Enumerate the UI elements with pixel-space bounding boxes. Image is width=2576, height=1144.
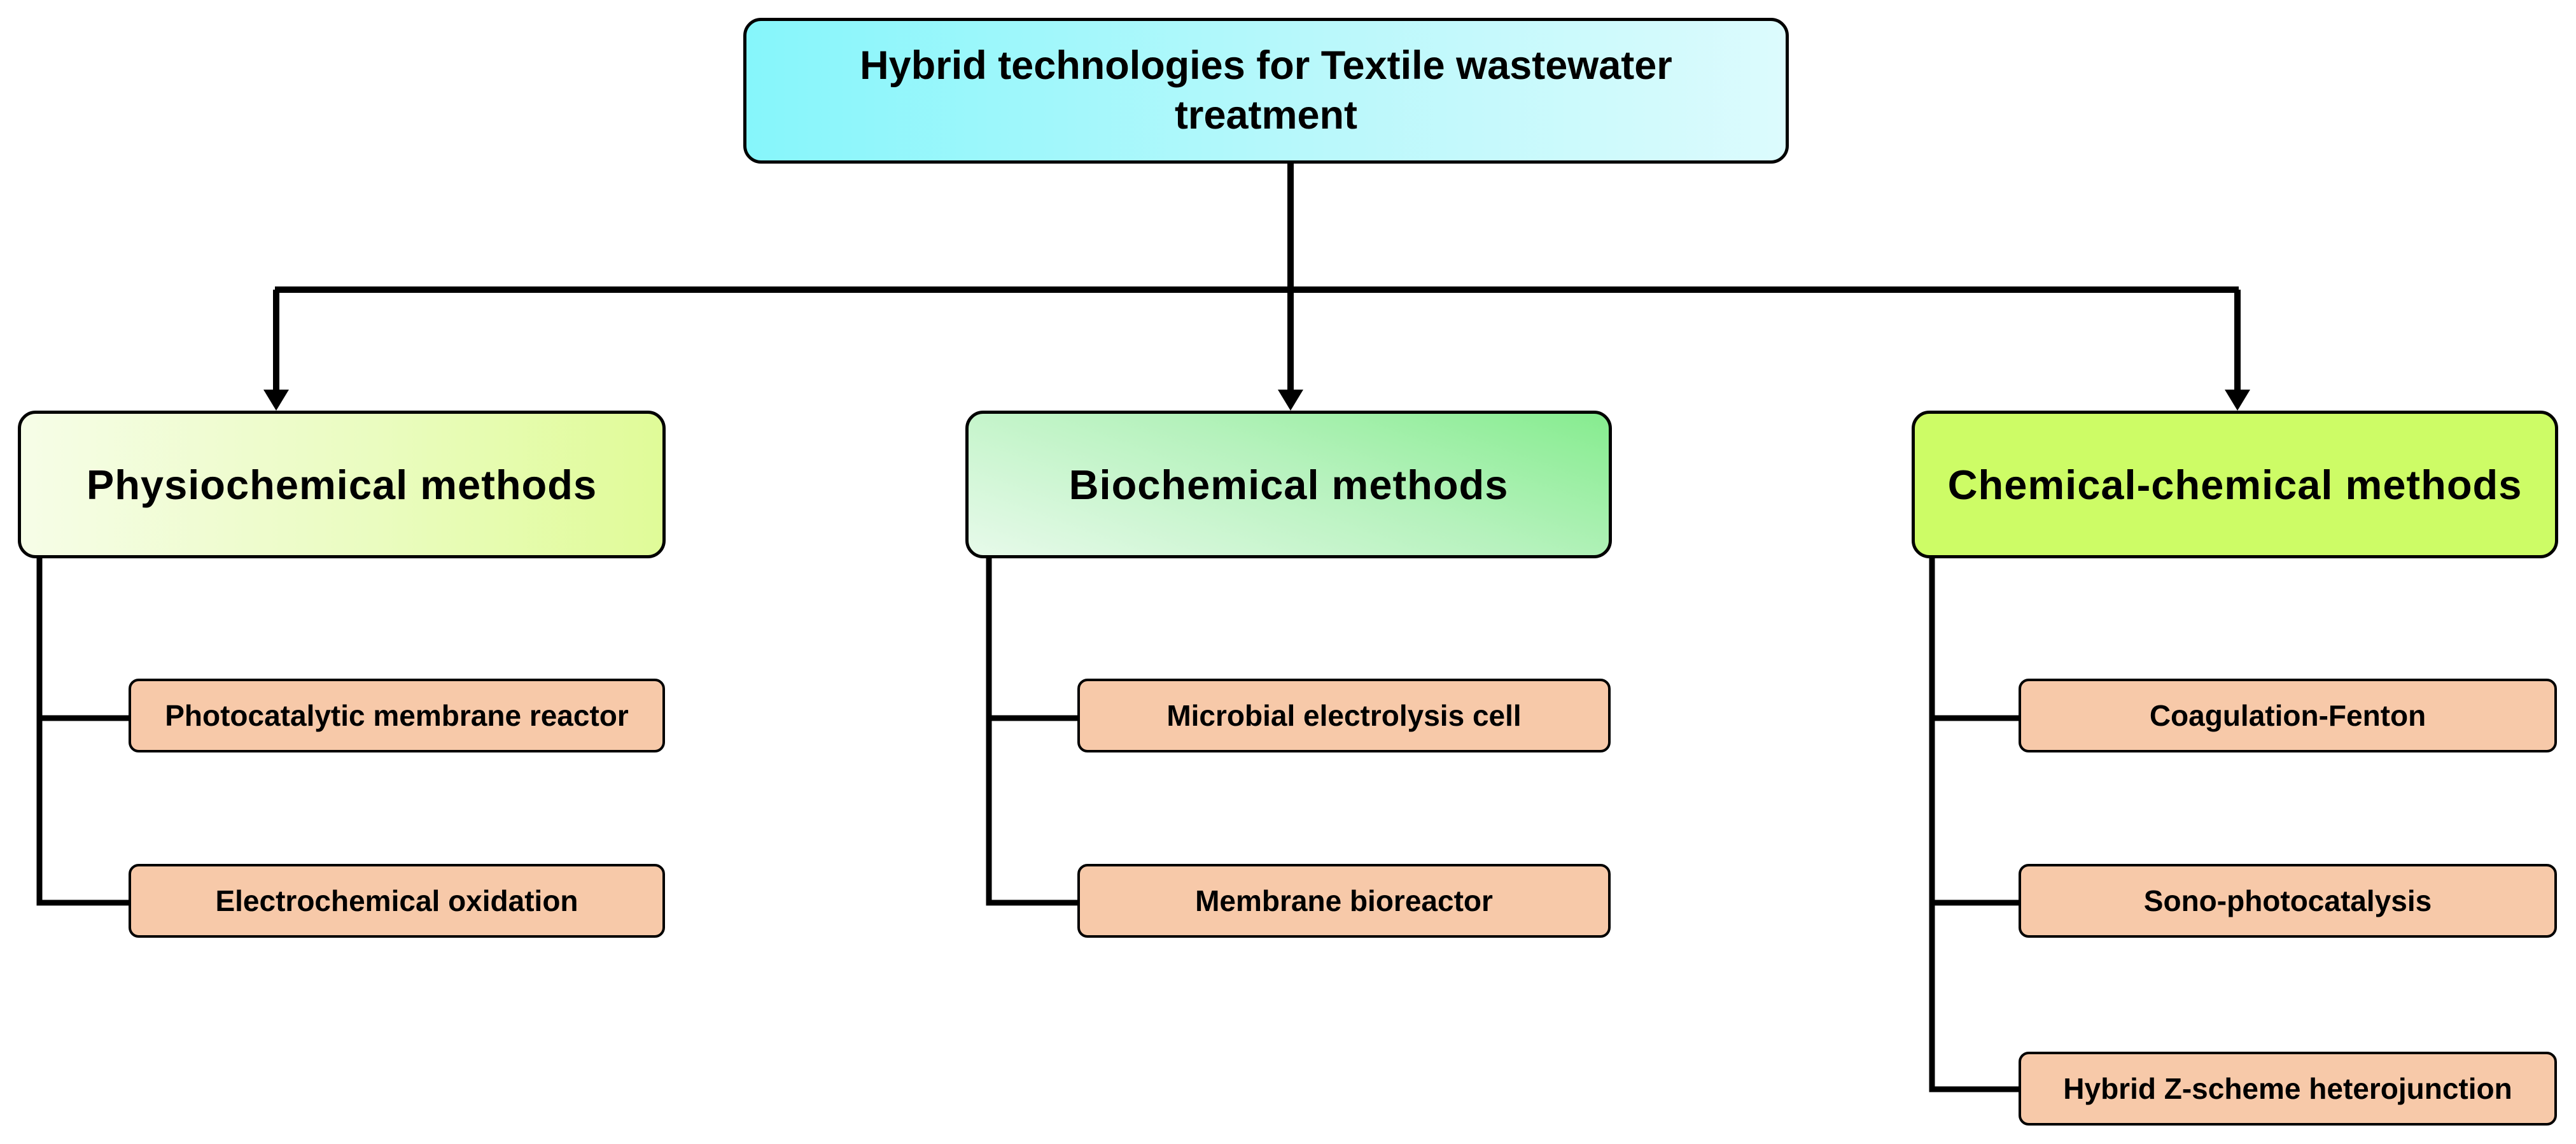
item-electrochemical-oxidation: Electrochemical oxidation	[129, 864, 665, 938]
item-membrane-bioreactor: Membrane bioreactor	[1077, 864, 1611, 938]
branch-biochemical	[986, 558, 1077, 906]
category-physiochemical: Physiochemical methods	[18, 411, 666, 558]
item-coagulation-fenton: Coagulation-Fenton	[2019, 679, 2557, 752]
arrowhead-physiochemical	[263, 390, 289, 411]
item-label: Electrochemical oxidation	[215, 884, 578, 917]
root-node: Hybrid technologies for Textile wastewat…	[743, 18, 1789, 164]
item-sono-photocatalysis: Sono-photocatalysis	[2019, 864, 2557, 938]
item-label: Membrane bioreactor	[1195, 884, 1493, 917]
branch-physiochemical	[36, 558, 129, 906]
category-chemical-chemical: Chemical-chemical methods	[1912, 411, 2558, 558]
category-chemical-label: Chemical-chemical methods	[1947, 461, 2523, 508]
branch-chemical	[1929, 558, 2019, 1092]
item-label: Sono-photocatalysis	[2143, 884, 2432, 917]
item-photocatalytic-membrane-reactor: Photocatalytic membrane reactor	[129, 679, 665, 752]
item-label: Photocatalytic membrane reactor	[165, 699, 629, 732]
category-biochemical-label: Biochemical methods	[1068, 461, 1509, 508]
item-label: Microbial electrolysis cell	[1166, 699, 1522, 732]
category-biochemical: Biochemical methods	[965, 411, 1612, 558]
arrowhead-biochemical	[1278, 390, 1303, 411]
item-microbial-electrolysis-cell: Microbial electrolysis cell	[1077, 679, 1611, 752]
item-hybrid-z-scheme-heterojunction: Hybrid Z-scheme heterojunction	[2019, 1052, 2557, 1126]
item-label: Coagulation-Fenton	[2149, 699, 2426, 732]
item-label: Hybrid Z-scheme heterojunction	[2063, 1072, 2512, 1105]
arrowhead-chemical	[2225, 390, 2250, 411]
category-physiochemical-label: Physiochemical methods	[86, 461, 598, 508]
root-label: Hybrid technologies for Textile wastewat…	[860, 43, 1672, 138]
